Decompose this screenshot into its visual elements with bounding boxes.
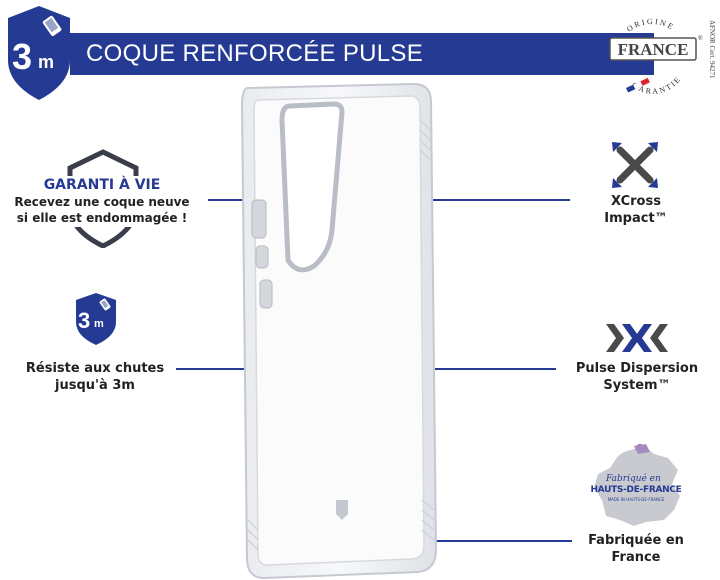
pulse-line-1: Pulse Dispersion bbox=[575, 361, 699, 376]
xcross-line-1: XCross bbox=[611, 194, 661, 209]
map-script-text: Fabriqué en bbox=[606, 474, 661, 484]
drop-badge-shield bbox=[8, 6, 70, 100]
made-line-2: France bbox=[611, 550, 661, 565]
afnor-cert: AFNOR Cert. 94271 bbox=[708, 20, 716, 79]
made-line-1: Fabriquée en bbox=[588, 533, 684, 548]
header-badge-number: 3 bbox=[12, 36, 33, 77]
header-badge-unit: m bbox=[38, 52, 55, 72]
guarantee-line-1: Recevez une coque neuve bbox=[0, 194, 208, 211]
connector-pulse bbox=[418, 368, 556, 370]
pulse-line-2: System™ bbox=[603, 378, 671, 393]
pulse-dispersion-icon bbox=[606, 324, 668, 352]
svg-text:ORIGINE: ORIGINE bbox=[625, 17, 676, 34]
svg-text:FRANCE: FRANCE bbox=[618, 40, 689, 59]
connector-made bbox=[386, 540, 572, 542]
guarantee-title: GARANTI À VIE bbox=[4, 176, 200, 194]
force-case-logo bbox=[336, 500, 348, 520]
map-small-label: MADE IN HAUTS-DE-FRANCE bbox=[607, 497, 665, 502]
svg-text:®: ® bbox=[698, 35, 703, 42]
drop-badge-unit: m bbox=[94, 318, 104, 330]
xcross-impact-icon bbox=[612, 142, 658, 188]
drop-resistance-shield bbox=[76, 293, 116, 345]
page-title: COQUE RENFORCÉE PULSE bbox=[70, 33, 654, 75]
connector-xcross bbox=[384, 199, 570, 201]
drop-line-2: jusqu'à 3m bbox=[55, 378, 135, 393]
map-region-label: HAUTS-DE-FRANCE bbox=[590, 485, 682, 495]
drop-badge-number: 3 bbox=[78, 308, 91, 333]
france-map-icon bbox=[594, 444, 680, 526]
drop-line-1: Résiste aux chutes bbox=[25, 361, 165, 376]
xcross-line-2: Impact™ bbox=[604, 211, 668, 226]
phone-drop-icon bbox=[42, 15, 62, 36]
connector-drop bbox=[176, 368, 266, 370]
guarantee-line-2: si elle est endommagée ! bbox=[0, 210, 208, 227]
french-flag-ribbon bbox=[626, 77, 650, 93]
phone-case-image bbox=[240, 82, 438, 580]
connector-guarantee bbox=[198, 199, 256, 201]
origine-france-seal: ORIGINE GARANTIE FRANCE ® bbox=[609, 17, 703, 96]
